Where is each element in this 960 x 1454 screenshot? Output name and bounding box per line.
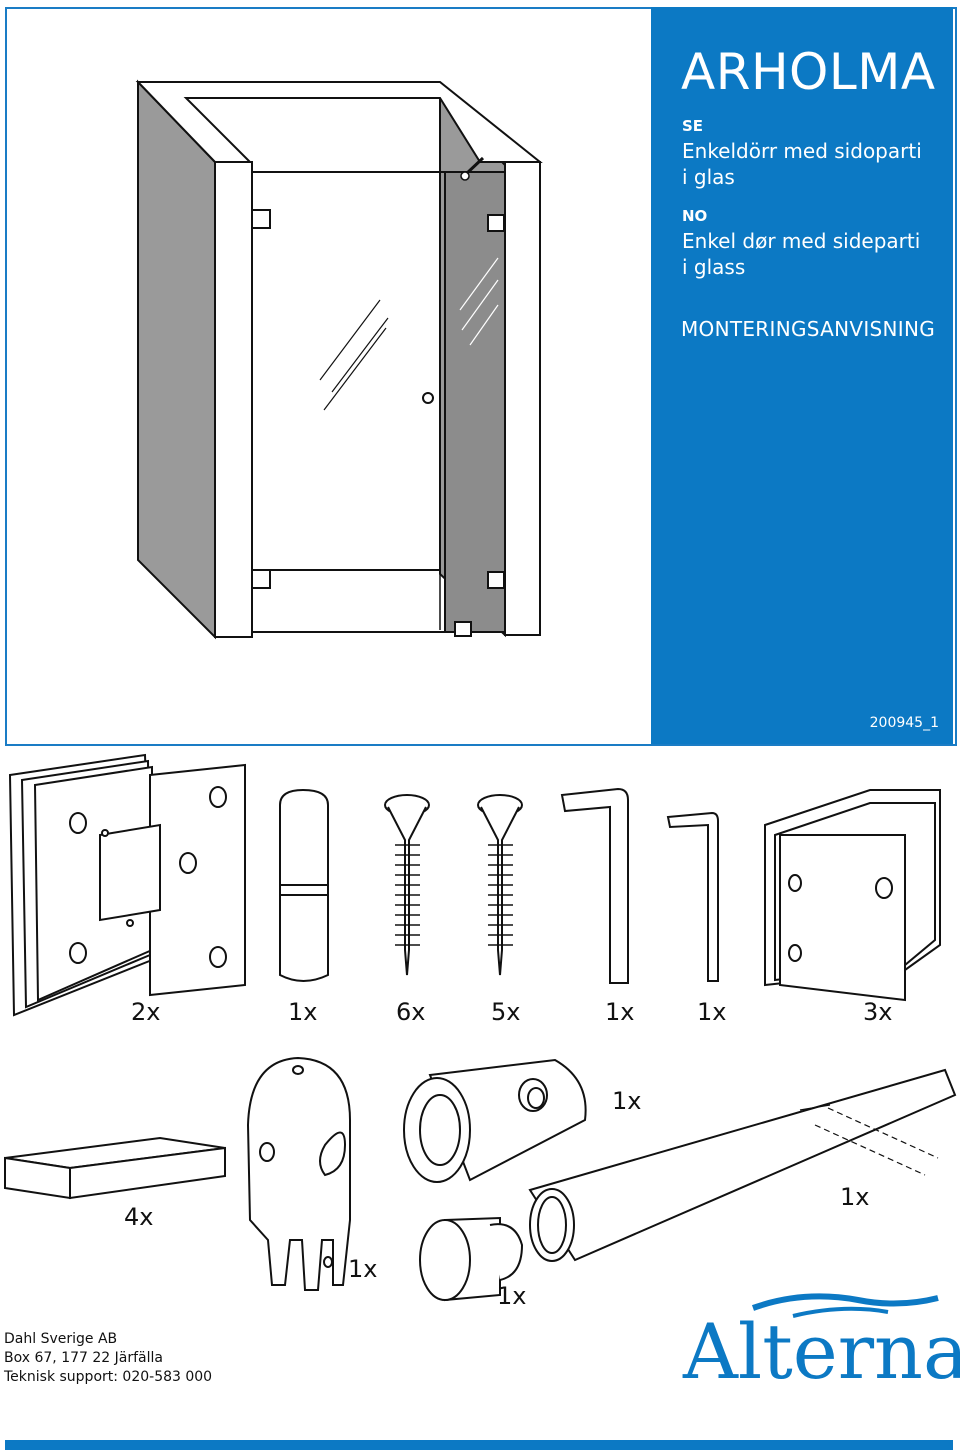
description-no-line1: Enkel dør med sideparti: [682, 229, 921, 253]
product-title: ARHOLMA: [681, 43, 936, 101]
quantity-post: 1x: [288, 998, 318, 1026]
quantity-screw-2: 5x: [491, 998, 521, 1026]
end-cap-part: [419, 1216, 524, 1302]
screw-part-2: [477, 794, 523, 976]
company-support-phone: Teknisk support: 020-583 000: [4, 1369, 213, 1385]
svg-text:Alterna: Alterna: [682, 1307, 960, 1396]
quantity-spacer-block: 4x: [124, 1203, 154, 1231]
language-code-se: SE: [682, 117, 704, 135]
company-postal-address: Box 67, 177 22 Järfälla: [4, 1350, 163, 1366]
wall-hinge-part: [8, 753, 246, 1017]
language-code-no: NO: [682, 207, 708, 225]
product-description-se: Enkeldörr med sidoparti i glas: [682, 138, 942, 190]
quantity-glass-clamp: 3x: [863, 998, 893, 1026]
post-part: [279, 788, 329, 982]
description-se-line2: i glas: [682, 165, 735, 189]
description-se-line1: Enkeldörr med sidoparti: [682, 139, 922, 163]
tube-end-part: [403, 1058, 587, 1183]
quantity-hex-key-small: 1x: [697, 998, 727, 1026]
quantity-tube-end: 1x: [612, 1087, 642, 1115]
glass-clamp-part: [764, 789, 941, 1002]
bottom-accent-bar: [5, 1440, 953, 1450]
quantity-end-cap: 1x: [497, 1282, 527, 1310]
hex-key-small-part: [666, 811, 719, 982]
quantity-tube-rod: 1x: [840, 1183, 870, 1211]
rod-connector-part: [246, 1056, 351, 1291]
parts-row2-illustration: [4, 1056, 957, 1302]
alterna-logo: Alterna: [682, 1293, 960, 1396]
parts-row1-illustration: [8, 753, 941, 1017]
document-type: MONTERINGSANVISNING: [681, 317, 936, 341]
spacer-block-part: [4, 1136, 226, 1200]
quantity-screw-1: 6x: [396, 998, 426, 1026]
quantity-wall-hinge: 2x: [131, 998, 161, 1026]
title-panel: ARHOLMA SE Enkeldörr med sidoparti i gla…: [651, 7, 953, 744]
hex-key-large-part: [560, 787, 629, 984]
company-address: Dahl Sverige AB Box 67, 177 22 Järfälla …: [4, 1330, 212, 1387]
screw-part-1: [384, 794, 430, 976]
document-number: 200945_1: [869, 715, 939, 731]
shower-enclosure-illustration: [135, 79, 543, 640]
company-name: Dahl Sverige AB: [4, 1331, 118, 1347]
quantity-rod-connector: 1x: [348, 1255, 378, 1283]
quantity-hex-key-large: 1x: [605, 998, 635, 1026]
product-description-no: Enkel dør med sideparti i glass: [682, 228, 942, 280]
tube-rod-part: [528, 1068, 957, 1262]
description-no-line2: i glass: [682, 255, 746, 279]
